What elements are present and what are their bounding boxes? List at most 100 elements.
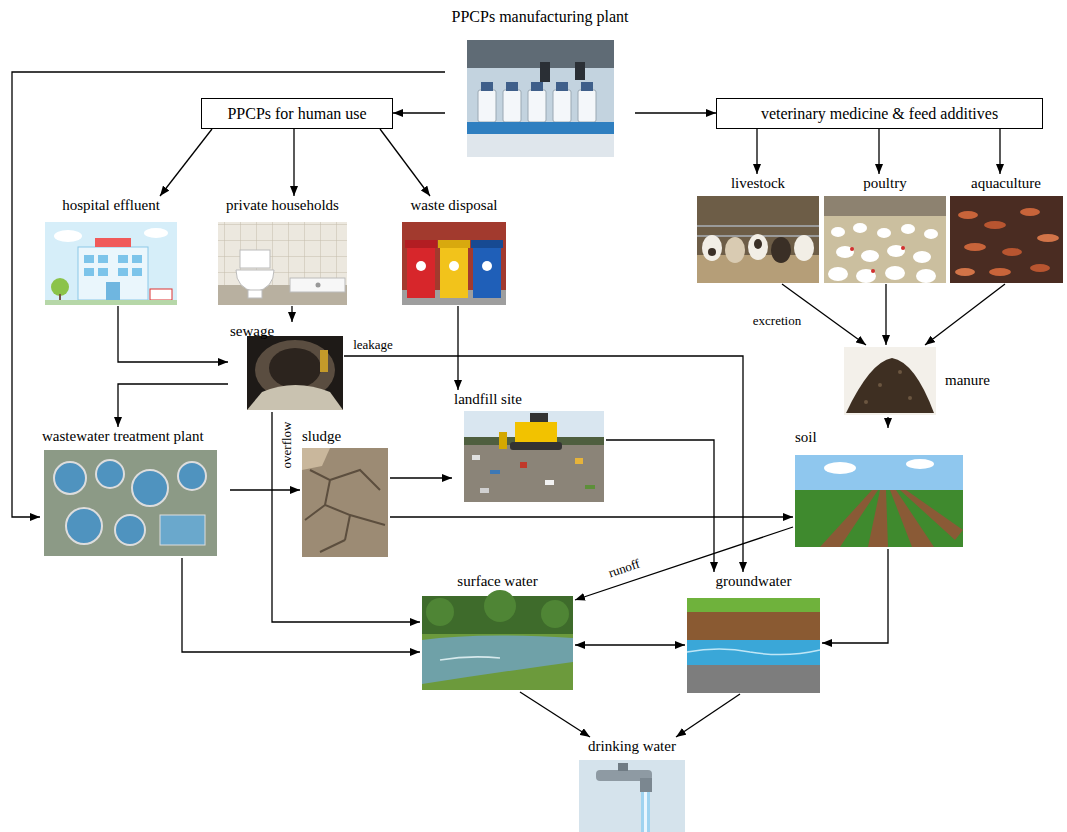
landfill-picture: [464, 445, 604, 502]
manure-picture: [846, 358, 934, 413]
picture-node: sludge: [300, 427, 390, 558]
soil-picture: [795, 455, 963, 547]
landfill-picture: [545, 480, 554, 485]
tap-picture: [644, 792, 647, 832]
flow-arrow: [635, 112, 716, 113]
aquaculture-picture: [950, 196, 1063, 283]
picture-node: sewage: [228, 322, 344, 412]
aquaculture-picture: [964, 243, 986, 251]
waste-bins-picture: [482, 261, 492, 271]
picture-node: surface water: [420, 572, 575, 692]
poultry-picture: [861, 250, 879, 262]
aquaculture-picture: [1002, 248, 1022, 256]
soil-picture: [795, 455, 963, 492]
tap-picture: [579, 760, 685, 832]
waste-bins-picture: [402, 222, 506, 305]
flow-arrow: [393, 112, 445, 113]
edge-label: excretion: [751, 313, 803, 328]
node-caption: surface water: [457, 572, 537, 590]
picture-node: poultry: [823, 174, 947, 284]
sewage-picture: [320, 350, 328, 372]
waste-bins-picture: [473, 246, 501, 298]
sludge-picture: [302, 448, 388, 557]
groundwater-picture: [687, 665, 820, 693]
livestock-picture: [771, 237, 791, 263]
picture-node: livestock: [695, 174, 821, 284]
surface-water-picture: [541, 600, 569, 628]
flow-arrow: [925, 284, 1005, 345]
landfill-picture: [530, 413, 548, 423]
waste-bins-picture: [416, 261, 426, 271]
manure-picture: [844, 347, 936, 415]
node-caption: manure: [945, 371, 990, 389]
livestock-picture: [697, 196, 819, 283]
node-caption: soil: [795, 428, 817, 446]
aquaculture-picture: [984, 221, 1006, 229]
poultry-picture: [836, 246, 854, 258]
plant-picture: [467, 122, 614, 134]
edge-label: overflow: [279, 420, 294, 471]
node-caption: private households: [226, 196, 339, 214]
household-picture: [240, 250, 270, 268]
flow-arrow: [606, 440, 714, 572]
manure-picture: [844, 347, 936, 415]
aquaculture-picture: [1037, 234, 1059, 242]
node-caption: drinking water: [588, 737, 676, 755]
treatment-plant-picture: [96, 460, 124, 488]
node-caption: poultry: [863, 174, 906, 192]
flow-arrow: [887, 417, 888, 428]
node-caption: PPCPs manufacturing plant: [452, 8, 629, 26]
process-box: PPCPs for human use: [201, 98, 393, 129]
flow-arrow: [291, 306, 292, 322]
waste-bins-picture: [402, 222, 506, 305]
node-caption: landfill site: [454, 390, 522, 408]
soil-picture: [868, 490, 888, 547]
waste-bins-picture: [449, 261, 459, 271]
flow-arrow: [380, 129, 430, 196]
poultry-picture: [916, 269, 936, 283]
flow-arrow: [999, 129, 1000, 174]
hospital-picture: [98, 268, 108, 276]
plant-picture: [506, 82, 518, 91]
flow-arrow: [230, 489, 300, 490]
poultry-picture: [887, 245, 905, 257]
poultry-picture: [828, 267, 848, 281]
hospital-picture: [150, 289, 172, 300]
waste-bins-picture: [471, 240, 503, 248]
sludge-picture: [302, 448, 330, 470]
landfill-picture: [464, 411, 604, 502]
process-box: veterinary medicine & feed additives: [716, 98, 1043, 129]
groundwater-picture: [687, 640, 820, 665]
flow-arrow: [878, 129, 879, 174]
flow-arrow: [575, 527, 793, 600]
soil-picture: [900, 490, 963, 540]
plant-picture: [503, 90, 521, 122]
hospital-picture: [45, 222, 177, 305]
picture-node: wastewater treatment plant: [40, 427, 230, 558]
flow-arrow: [457, 306, 458, 390]
edge-label: runoff: [604, 555, 643, 581]
livestock-picture: [748, 234, 768, 260]
sewage-picture: [247, 336, 343, 410]
aquaculture-picture: [1020, 208, 1040, 216]
plant-picture: [467, 40, 614, 157]
box-label: veterinary medicine & feed additives: [761, 99, 998, 128]
plant-picture: [553, 90, 571, 122]
surface-water-picture: [426, 598, 454, 626]
flow-arrow: [182, 558, 420, 652]
groundwater-picture: [687, 598, 820, 612]
groundwater-picture: [687, 612, 820, 640]
plant-picture: [481, 82, 493, 91]
soil-picture: [824, 462, 856, 474]
picture-node: private households: [214, 196, 351, 306]
flow-arrow: [575, 644, 685, 645]
soil-picture: [906, 459, 934, 469]
treatment-plant-picture: [178, 462, 206, 490]
node-caption: hospital effluent: [62, 196, 160, 214]
poultry-picture: [871, 269, 875, 273]
landfill-picture: [585, 485, 595, 489]
plant-picture: [575, 62, 585, 80]
soil-picture: [795, 490, 963, 547]
plant-picture: [581, 82, 593, 91]
aquaculture-picture: [950, 196, 1063, 283]
